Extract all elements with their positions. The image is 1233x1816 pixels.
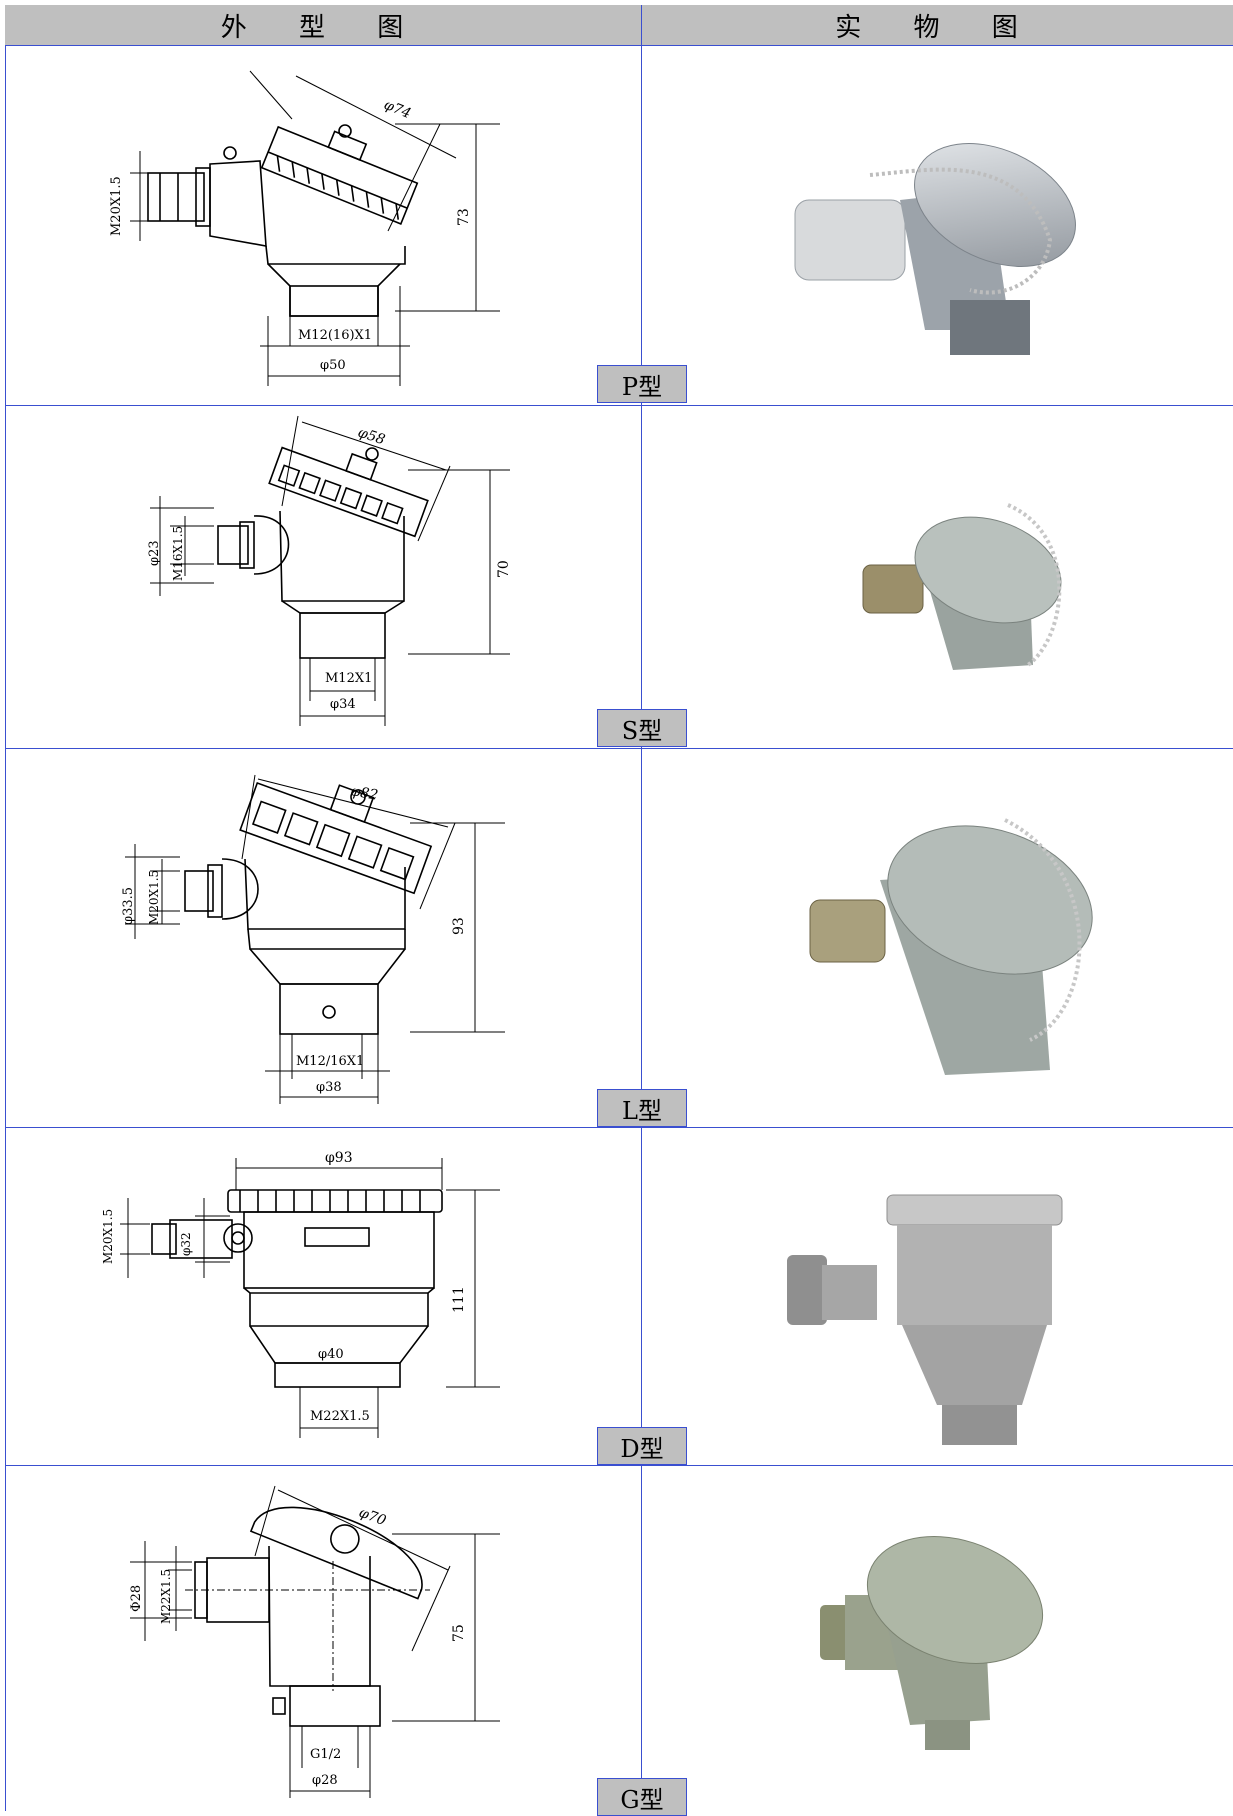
dim-side: M22X1.5 (159, 1569, 173, 1624)
dim-side: M20X1.5 (109, 176, 124, 236)
dim-cap: φ82 (349, 783, 379, 804)
dim-base: φ34 (330, 697, 356, 712)
dim-thread: M22X1.5 (310, 1409, 370, 1424)
dim-side-outer: Φ28 (129, 1585, 144, 1612)
type-tag-p: P型 (597, 365, 687, 403)
dim-thread: M12X1 (325, 671, 372, 686)
type-tag-l: L型 (597, 1089, 687, 1127)
dim-side: M16X1.5 (171, 526, 185, 581)
row-divider (5, 405, 1233, 406)
dim-height: 73 (456, 208, 472, 226)
type-tag-s: S型 (597, 709, 687, 747)
dim-height: 75 (451, 1624, 467, 1642)
photo-g-type (820, 1536, 1044, 1750)
dim-thread: M12(16)X1 (298, 328, 372, 343)
drawing-p-type: φ74 73 M20X1.5 M12(16)X1 φ50 (109, 70, 500, 386)
row-divider (5, 748, 1233, 749)
column-divider (641, 5, 642, 1811)
dim-side-outer: φ32 (179, 1232, 193, 1256)
dim-height: 70 (496, 560, 512, 578)
dim-cap: φ58 (356, 425, 387, 449)
dim-base: φ38 (316, 1080, 342, 1095)
dim-side-outer: φ23 (147, 540, 162, 566)
dim-side-outer: φ33.5 (121, 887, 136, 925)
drawing-l-type: φ82 93 φ33.5 M20X1.5 M12/16X1 φ38 (121, 774, 505, 1104)
dim-neck: φ40 (318, 1347, 344, 1362)
photo-s-type (862, 503, 1062, 670)
dim-thread: M12/16X1 (296, 1054, 364, 1069)
dim-height: 93 (451, 917, 467, 935)
photo-d-type (787, 1194, 1063, 1445)
drawing-d-type: φ93 111 M20X1.5 φ32 φ40 M22X1.5 (101, 1150, 500, 1438)
type-tag-d: D型 (597, 1427, 687, 1465)
row-divider (5, 1465, 1233, 1466)
type-tag-g: G型 (597, 1778, 687, 1816)
dim-side: M20X1.5 (101, 1209, 115, 1264)
dim-height: 111 (451, 1286, 467, 1313)
header-photo: 实 物 图 (642, 5, 1233, 46)
drawing-s-type: φ58 70 φ23 M16X1.5 M12X1 φ34 (147, 415, 512, 726)
header-outline-drawing: 外 型 图 (5, 5, 642, 46)
photo-l-type (809, 818, 1093, 1075)
row-divider (5, 1127, 1233, 1128)
drawing-g-type: φ70 75 Φ28 M22X1.5 G1/2 φ28 (129, 1485, 500, 1798)
dim-cap: φ93 (325, 1150, 353, 1166)
dim-base: φ28 (312, 1773, 338, 1788)
dim-side: M20X1.5 (147, 870, 161, 925)
photo-p-type (794, 143, 1076, 355)
dim-base: φ50 (320, 358, 346, 373)
dim-cap: φ74 (382, 97, 414, 122)
dim-thread: G1/2 (310, 1747, 341, 1762)
